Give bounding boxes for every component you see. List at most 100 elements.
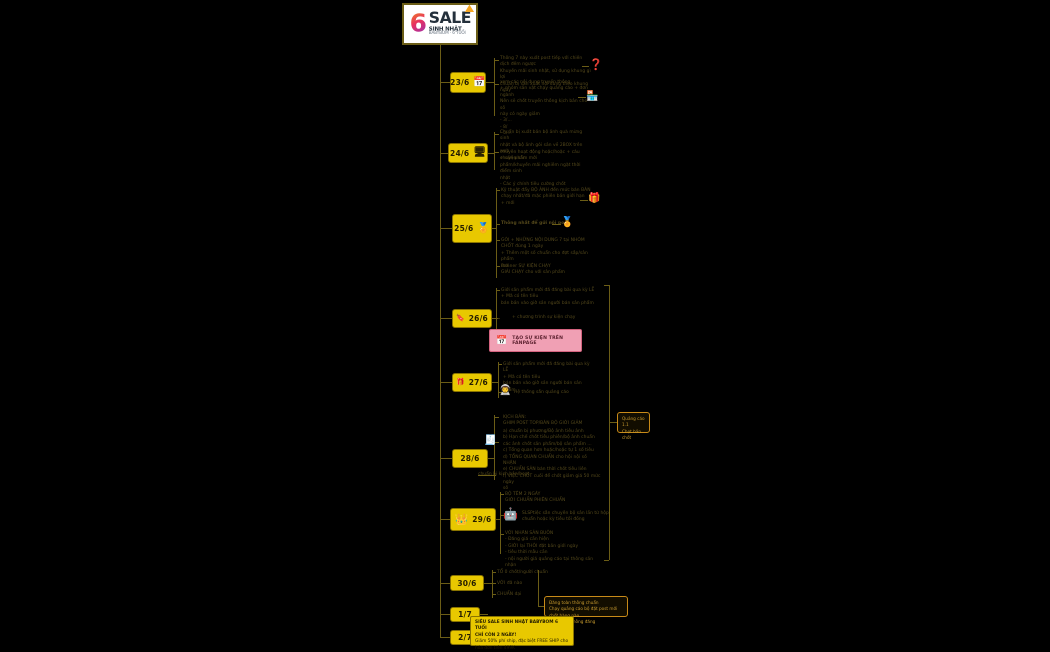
text-23-bottom: xem các nội dung truyền thông + nhóm sản…	[500, 80, 588, 136]
branch-30-spine	[492, 570, 493, 598]
date-node-26-6[interactable]: 🔖 26/6	[452, 309, 492, 328]
branch-29-spine	[500, 492, 501, 554]
right-bracket-top	[604, 285, 609, 286]
text-28-list: a) chuẩn bị phương/Bộ ảnh tiêu ảnh b) Hạ…	[503, 429, 601, 492]
text-25-bottom: Banner SỰ KIỆN CHẠY GIẢI CHẠY cho với sả…	[501, 264, 566, 276]
branch-25-out	[492, 228, 496, 229]
logo-sale-label: SALE	[428, 9, 471, 28]
text-29-list: VỚI NHÃN SẢN BUÔN - Đăng giá cần hiện - …	[505, 531, 594, 568]
text-24-sub: chuyên hoạt động hoặc/hoặc + câu chuyện …	[500, 150, 581, 187]
date-node-29-6[interactable]: 👑 29/6	[450, 508, 496, 531]
date-label: 28/6	[460, 454, 480, 463]
badge-icon: 🏅	[477, 222, 490, 234]
text-27-top: Giới sản phẩm mới đã đăng bài qua kỳ LỄ …	[503, 362, 590, 393]
question-bubble-icon: ❓	[589, 58, 603, 71]
logo-number: 6	[409, 9, 427, 39]
text-23-top: Thông 7 này xuất post tiếp với chiến dịc…	[500, 56, 591, 93]
text-26-sub: + chương trình sự kiện chạy	[512, 315, 576, 320]
branch-26-out	[492, 318, 496, 319]
bottom-bracket-arm	[538, 606, 544, 607]
branch-30-t3	[492, 594, 496, 595]
date-node-23-6[interactable]: 23/6 📅	[450, 72, 486, 93]
branch-28-out	[488, 458, 494, 459]
branch-26-t1	[496, 290, 500, 291]
connector-29	[440, 519, 450, 520]
date-node-24-6[interactable]: 24/6 🖥	[448, 143, 488, 163]
date-node-30-6[interactable]: 30/6	[450, 575, 484, 591]
logo-line1: SINH NHẬT	[428, 26, 462, 33]
text-30-c: CHUẨN dại	[497, 592, 522, 597]
branch-25-t4	[496, 266, 500, 267]
connector-25	[440, 228, 452, 229]
text-30-b: VỚI đã nào	[497, 581, 523, 586]
flag-icon	[464, 5, 474, 13]
branch-29-t3	[500, 534, 504, 535]
branch-26-t2	[496, 318, 500, 319]
gift-box-icon: 🎁	[588, 193, 601, 204]
link-medal-icon	[552, 224, 561, 225]
link-gift-icon	[580, 200, 588, 201]
branch-24-t2	[494, 152, 499, 153]
branch-27-t1	[498, 364, 502, 365]
crown-icon: 👑	[454, 513, 469, 526]
branch-24-t1	[494, 134, 499, 135]
promo-line-4: hóa đơn trên 499K	[475, 645, 515, 651]
connector-2-7	[440, 637, 450, 638]
medal-icon: 🏅	[561, 217, 574, 228]
date-label: 26/6	[468, 314, 488, 323]
date-node-28-6[interactable]: 28/6	[452, 449, 488, 468]
orange-callout-right[interactable]: Quảng cáo 1.1 Chọt bản chốt	[617, 412, 650, 440]
orange-callout-bottom[interactable]: Đăng toàn thông chuẩn Chạy quảng cáo bộ …	[544, 596, 628, 624]
fanpage-event-box[interactable]: 📅 TẠO SỰ KIỆN TRÊN FANPAGE	[489, 329, 582, 352]
branch-23-t1	[494, 60, 499, 61]
promo-line-2: CHỈ CÒN 2 NGÀY!	[475, 632, 517, 638]
text-29-head: BỘ TÊM 2 NGÀY GIỚI CHUẨN PHIÊN CHUẨN	[505, 492, 566, 504]
right-bracket-bottom	[604, 560, 609, 561]
text-24: Chuẩn bị xuất bản bộ ảnh quà mừng sinh n…	[500, 130, 583, 161]
receipt-icon: 🧾	[484, 435, 497, 446]
connector-26	[440, 318, 452, 319]
orange-callout-right-text: Quảng cáo 1.1 Chọt bản chốt	[622, 416, 645, 440]
date-label: 29/6	[472, 515, 492, 524]
connector-1-7	[440, 614, 450, 615]
text-28-head: KỊCH BẢN: GHIM POST TOP/BÁN BỘ GIỚI GIẢM	[503, 415, 583, 427]
branch-23-out	[486, 82, 494, 83]
text-25-list: GÓI + NHỮNG NỘI DUNG 7 tại NHÓM CHỐT đún…	[501, 238, 588, 269]
branch-25-t3	[496, 240, 500, 241]
date-label: 30/6	[457, 578, 477, 588]
date-node-25-6[interactable]: 25/6 🏅	[452, 214, 492, 243]
branch-27-t2	[498, 392, 502, 393]
branch-29-t2	[500, 515, 504, 516]
connector-28	[440, 458, 452, 459]
branch-28-spine	[494, 415, 495, 480]
branch-23-t2	[494, 84, 499, 85]
date-node-27-6[interactable]: 🎁 27/6	[452, 373, 492, 392]
logo-line2: BABYBOM · 6 TUỔI	[428, 31, 466, 37]
robot-icon: 🤖	[503, 507, 518, 521]
branch-29-t1	[500, 494, 504, 495]
branch-26-spine	[496, 288, 497, 344]
date-label: 25/6	[454, 224, 474, 233]
branch-25-spine	[496, 188, 497, 278]
promo-line-3: Giảm 50% phí ship, đặc biệt FREE SHIP ch…	[475, 639, 569, 645]
branch-28-foot	[478, 475, 496, 476]
text-28-foot: chuẩn bị kịch bản/hoạt	[478, 472, 530, 477]
branch-30-t2	[492, 583, 496, 584]
branch-30-t1	[492, 572, 496, 573]
branch-1-7-out	[480, 614, 488, 615]
bottom-promo-box[interactable]: SIÊU SALE SINH NHẬT BABYBOM 6 TUỔI CHỈ C…	[470, 616, 574, 651]
connector-27	[440, 382, 452, 383]
main-spine	[440, 62, 441, 637]
text-27: Hệ thống sẵn quảng cáo	[514, 390, 569, 395]
connector-23	[440, 82, 450, 83]
monitor-icon: 🖥	[473, 147, 486, 158]
branch-25-t1	[496, 190, 500, 191]
branch-29-out	[496, 519, 500, 520]
calendar-event-icon: 📅	[496, 335, 508, 346]
branch-28-t1	[494, 417, 499, 418]
bottom-bracket-spine	[538, 570, 539, 606]
text-25-mid: Thông nhất để gửi nội post	[501, 221, 570, 226]
text-29-body: SLSPtiệc sẵn chuyên bộ sản lần từ hộp ch…	[522, 511, 609, 523]
date-label: 24/6	[450, 148, 470, 158]
branch-24-out	[488, 153, 494, 154]
